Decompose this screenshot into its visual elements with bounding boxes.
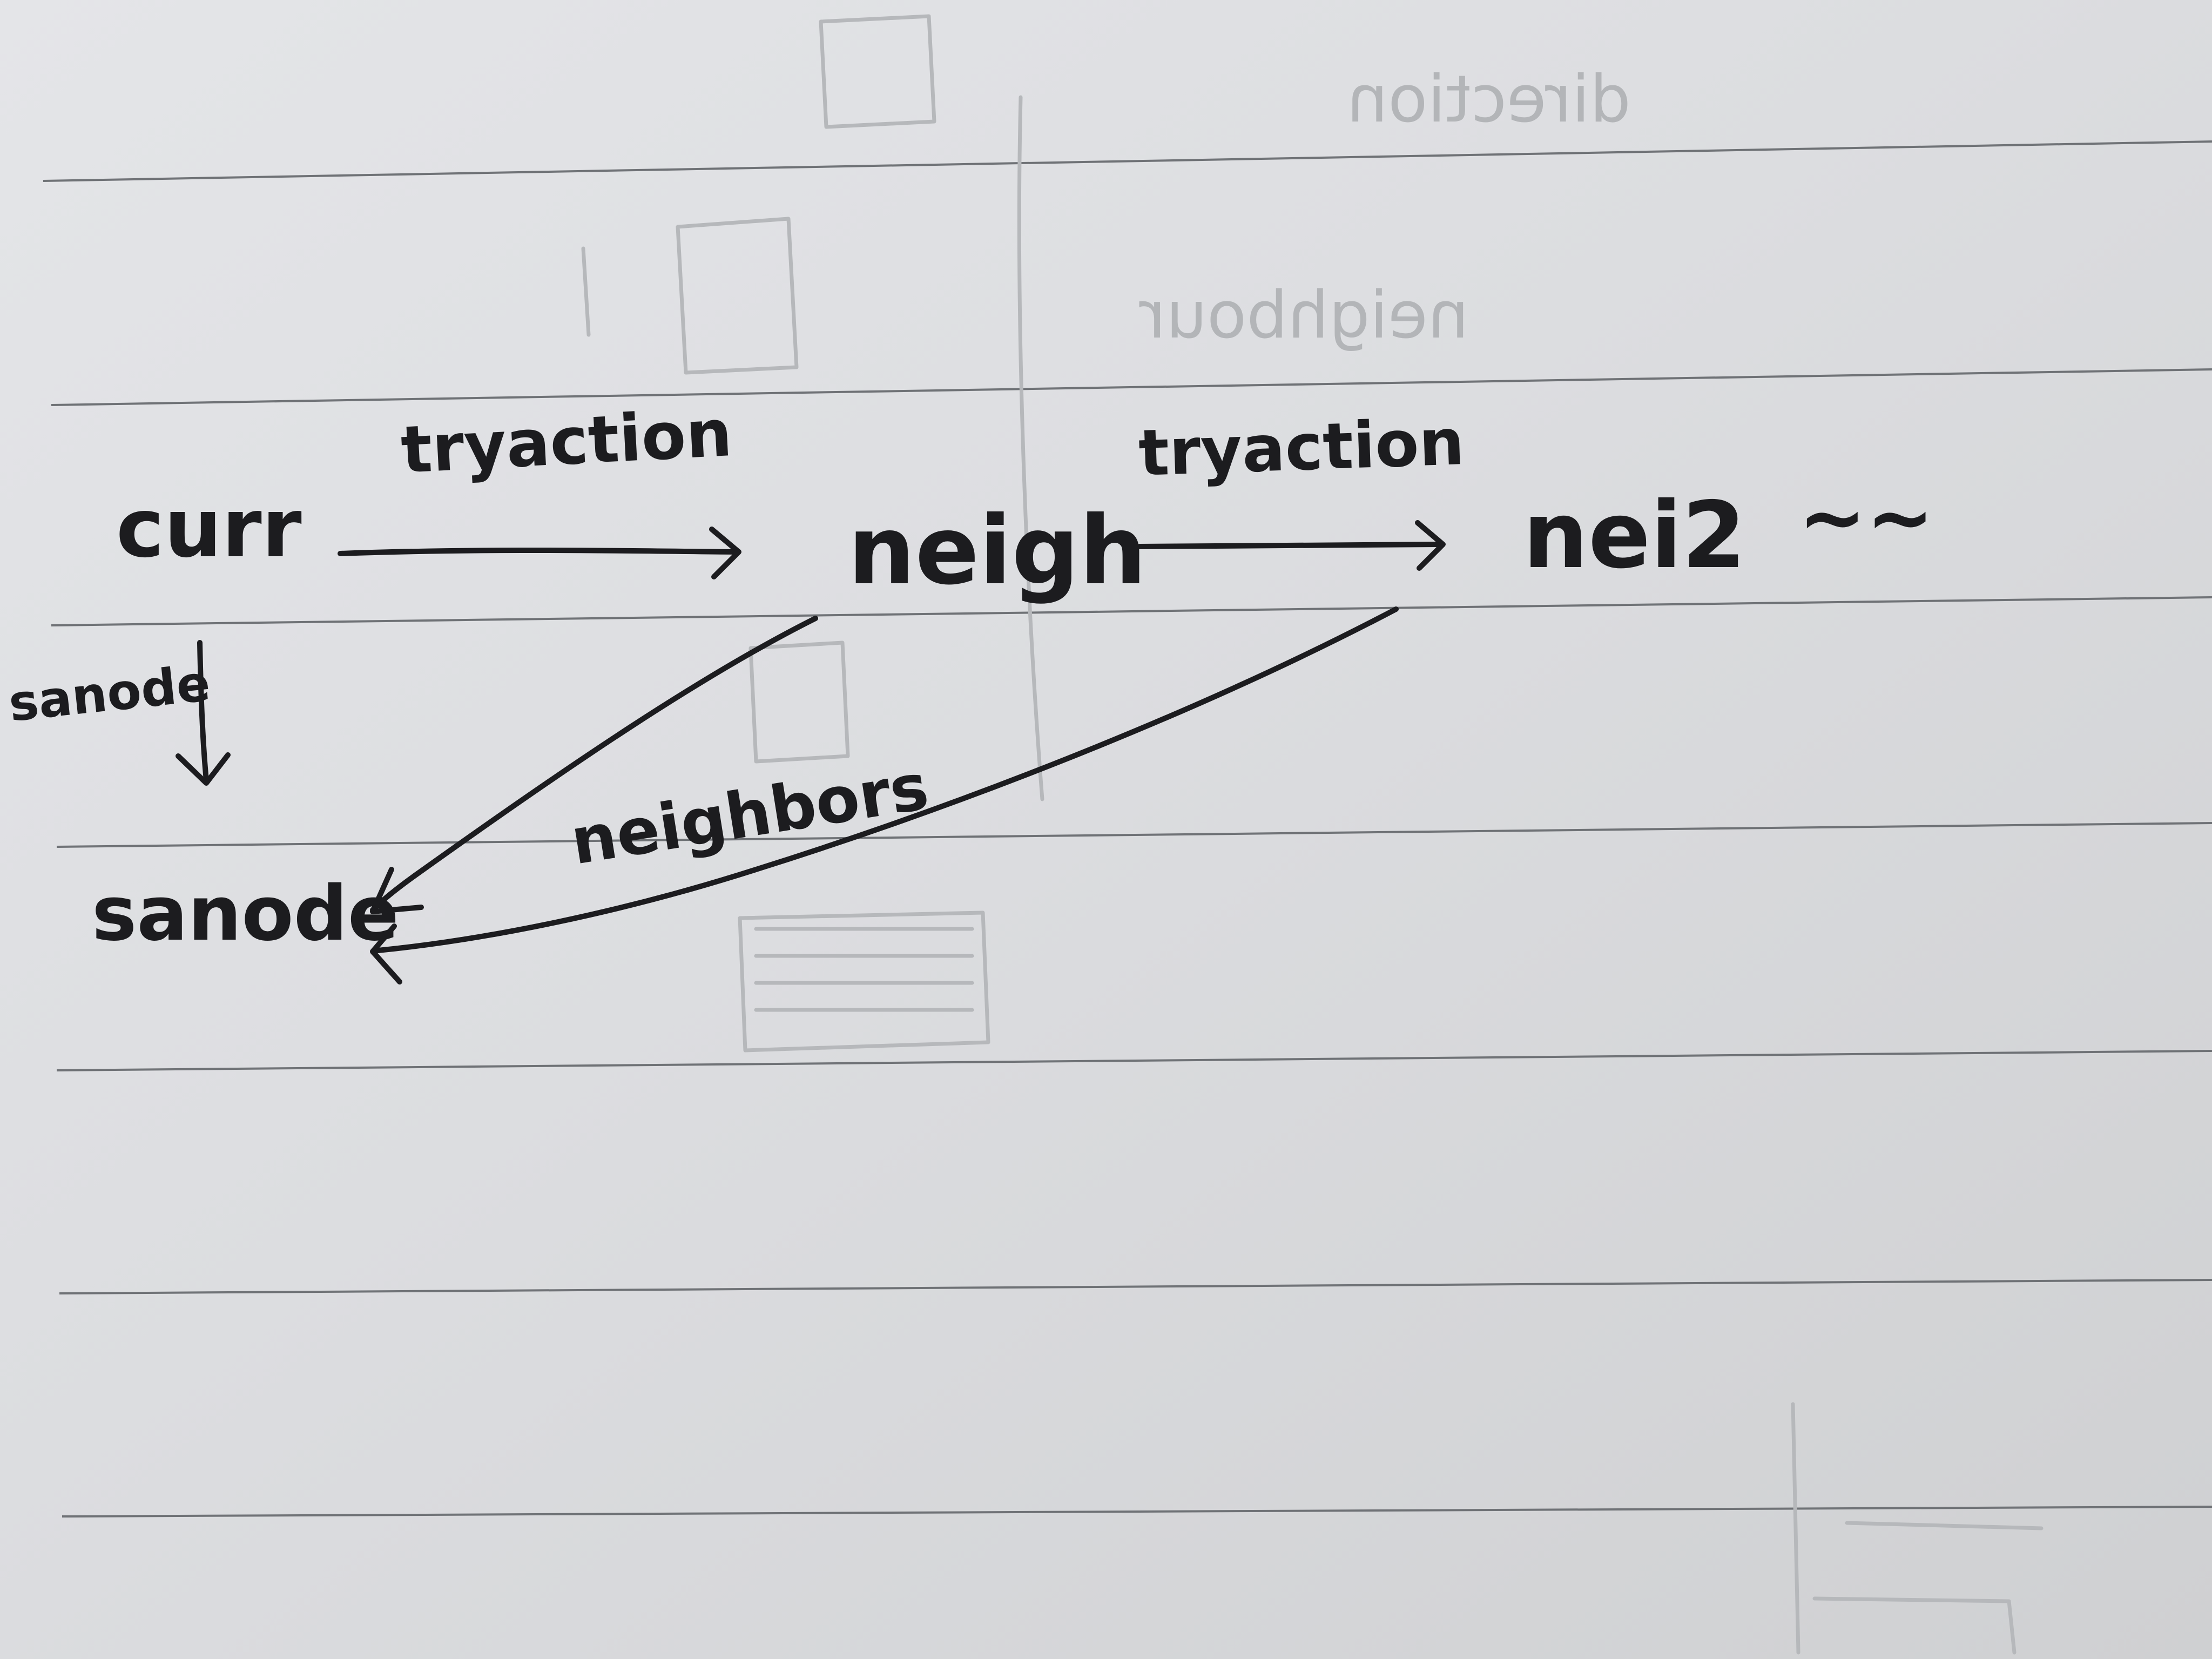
arrow-curr-to-sanode (176, 640, 231, 786)
ruled-line (51, 368, 2212, 406)
ghost-box (819, 14, 936, 129)
node-sanode: sanode (92, 870, 399, 958)
arrow-nei2-to-sanode (370, 606, 1399, 984)
edge-label-tryaction-2: tryaction (1137, 404, 1465, 490)
ghost-line (1017, 95, 1044, 801)
ghost-line (581, 246, 591, 337)
ghost-text-neighbour: neighbour (1139, 278, 1469, 353)
show-through: direction neighbour (581, 14, 2044, 1655)
trailing-continuation: ~~ (1798, 471, 1934, 565)
arrow-curr-to-neigh (338, 527, 741, 579)
ghost-box (676, 217, 799, 375)
ghost-line (1791, 1402, 1800, 1655)
ghost-text-direction: direction (1347, 62, 1631, 137)
ruled-line (43, 140, 2212, 182)
ruled-line (51, 596, 2212, 626)
ruled-line (56, 1050, 2212, 1071)
ghost-box (738, 911, 990, 1053)
ruled-line (59, 1279, 2212, 1294)
arrow-neigh-to-nei2 (1137, 520, 1446, 571)
node-curr: curr (116, 482, 302, 576)
ruled-lines (43, 140, 2212, 1518)
node-nei2: nei2 (1523, 482, 1746, 589)
ghost-line (1812, 1596, 2017, 1655)
ghost-line (1845, 1521, 2044, 1530)
flow-diagram: curr neigh nei2 sanode ~~ tryaction trya… (6, 396, 1934, 984)
ruled-line (62, 1506, 2212, 1518)
ghost-box (748, 640, 850, 764)
arrow-neigh-to-sanode (370, 616, 818, 914)
node-neigh: neigh (848, 496, 1147, 606)
ruled-line (56, 822, 2212, 848)
edge-label-tryaction-1: tryaction (399, 396, 734, 488)
ghost-line (754, 927, 974, 1012)
